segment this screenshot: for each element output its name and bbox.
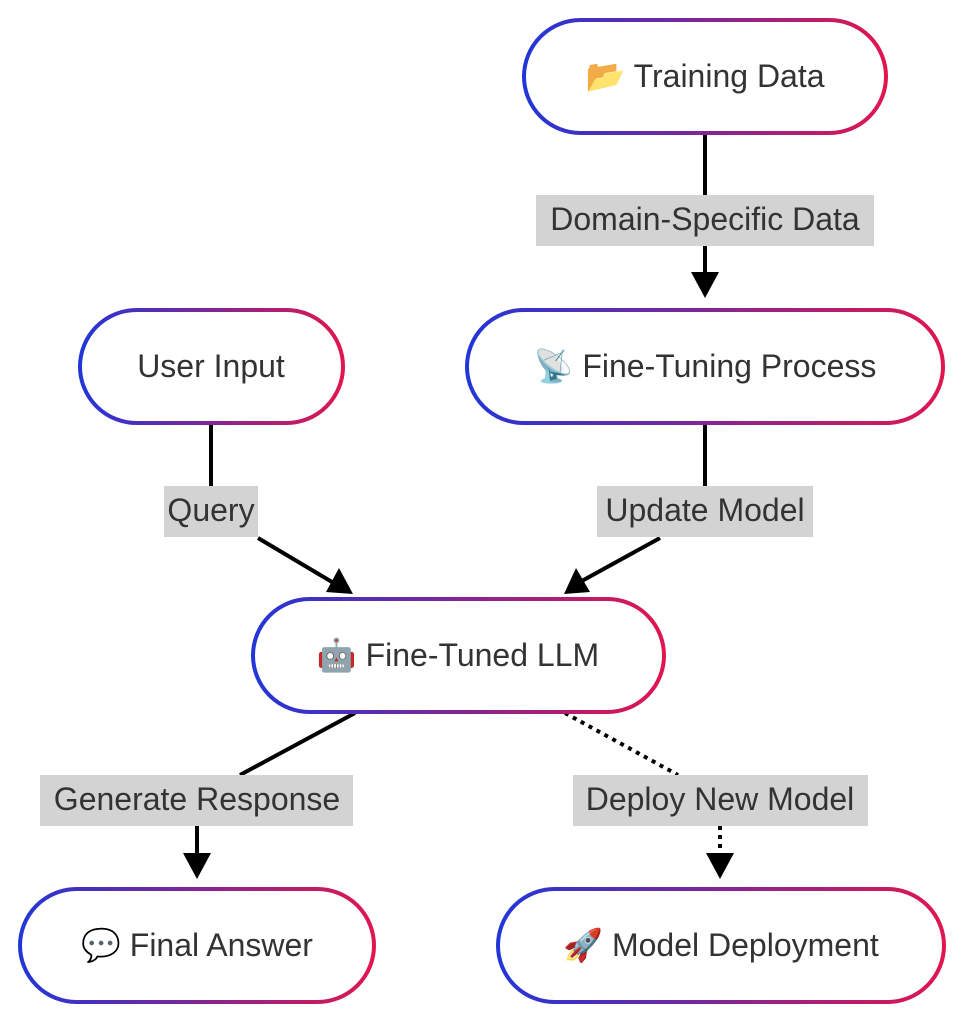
edge-label-update-model: Update Model [597,486,813,537]
svg-text:📂 Training Data: 📂 Training Data [585,58,824,94]
node-label: Final Answer [130,927,314,963]
arrowhead-icon [326,568,353,594]
edge-domain-specific-data [691,135,719,298]
edge-query [209,425,353,594]
node-label: Model Deployment [612,927,879,963]
open-folder-icon: 📂 [585,58,625,94]
node-user-input: User Input [78,308,345,425]
edge-label-domain-specific-data: Domain-Specific Data [536,195,874,246]
svg-text:Domain-Specific Data: Domain-Specific Data [550,201,860,237]
speech-balloon-icon: 💬 [81,927,121,963]
svg-text:Update Model: Update Model [605,492,804,528]
arrowhead-icon [564,568,590,594]
rocket-icon: 🚀 [563,927,603,963]
node-label: Fine-Tuned LLM [366,637,600,673]
node-final-answer: 💬 Final Answer [18,887,376,1004]
svg-text:🚀 Model Deployment: 🚀 Model Deployment [563,927,879,963]
edge-label-query: Query [164,486,258,537]
edge-generate-response [183,711,356,879]
node-label: Fine-Tuning Process [582,348,876,384]
svg-text:Generate Response: Generate Response [54,781,340,817]
svg-text:Deploy New Model: Deploy New Model [586,781,855,817]
svg-text:User Input: User Input [137,348,285,384]
svg-text:📡 Fine-Tuning Process: 📡 Fine-Tuning Process [534,346,877,384]
arrowhead-icon [706,853,734,879]
node-model-deployment: 🚀 Model Deployment [496,887,946,1004]
arrowhead-icon [691,272,719,298]
edge-update-model [564,425,707,594]
arrowhead-icon [183,853,211,879]
robot-icon: 🤖 [317,637,357,673]
node-label: Training Data [634,58,825,94]
svg-text:🤖 Fine-Tuned LLM: 🤖 Fine-Tuned LLM [317,637,599,673]
node-fine-tuning-process: 📡 Fine-Tuning Process [465,308,945,425]
node-training-data: 📂 Training Data [522,18,888,135]
svg-text:💬 Final Answer: 💬 Final Answer [81,927,313,963]
edge-label-generate-response: Generate Response [40,775,353,826]
svg-text:Query: Query [167,492,254,528]
node-fine-tuned-llm: 🤖 Fine-Tuned LLM [251,597,666,714]
edge-deploy-new-model [564,711,734,879]
satellite-antenna-icon: 📡 [534,346,574,384]
edge-label-deploy-new-model: Deploy New Model [573,775,868,826]
